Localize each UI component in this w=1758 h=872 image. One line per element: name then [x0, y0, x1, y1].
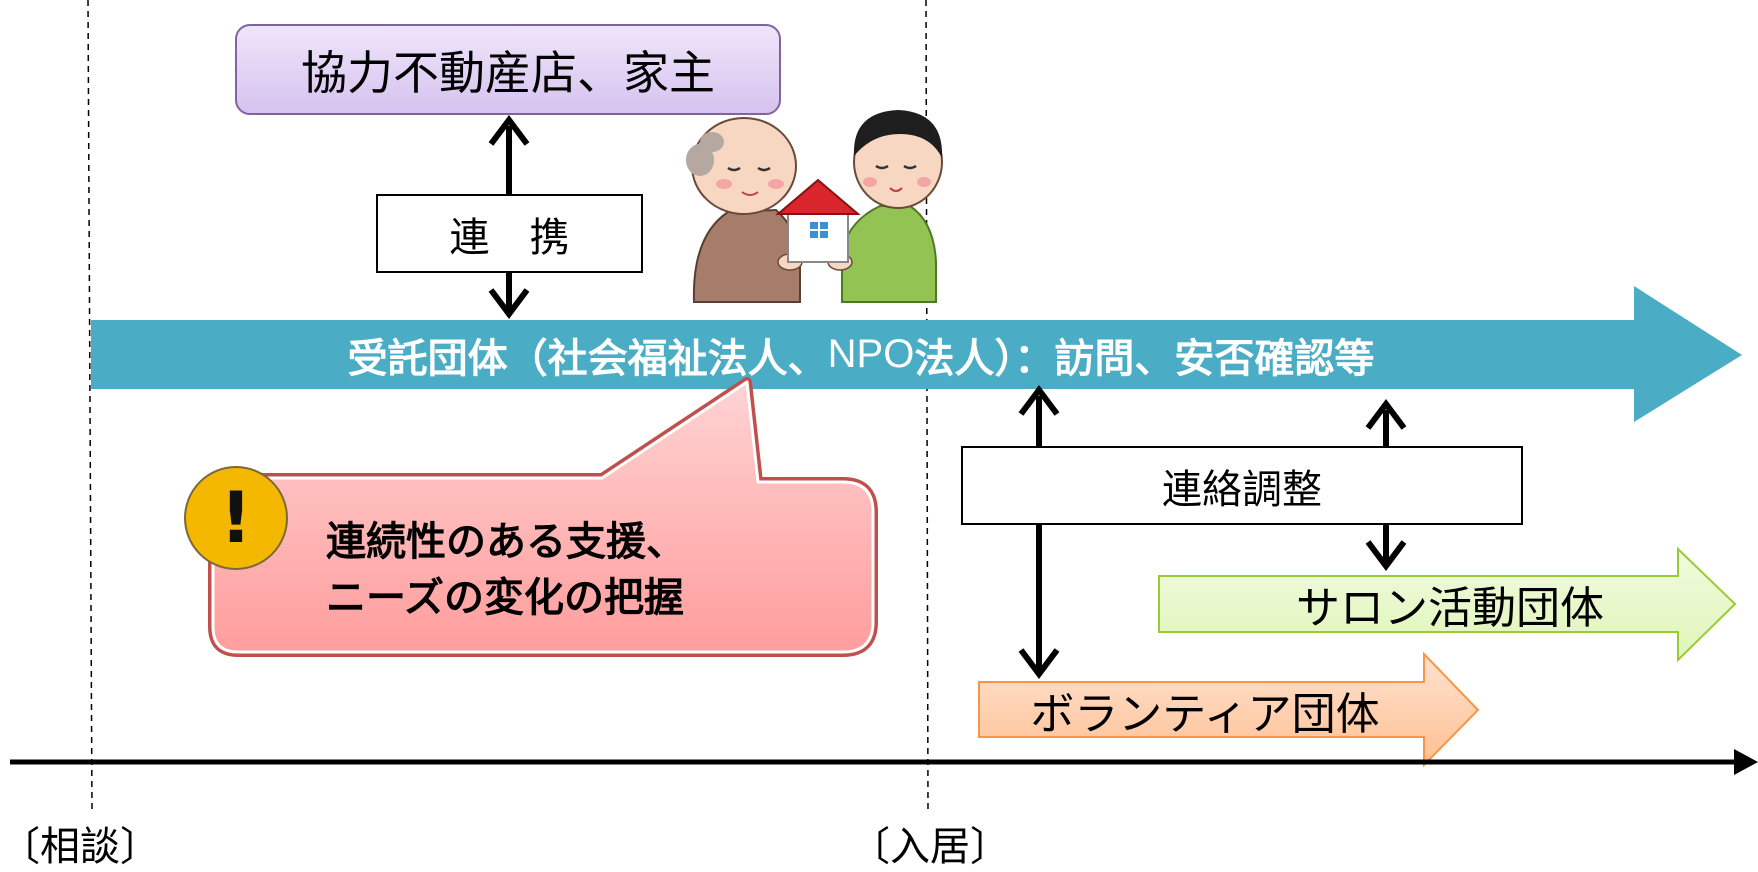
cooperation-box-label: 連 携: [449, 214, 570, 261]
cooperation-arrow-head-up: [488, 115, 530, 146]
volunteer-arrow: [978, 651, 1480, 768]
salon-link-head-down: [1365, 540, 1407, 571]
main-band-label-b: 法人）：訪問、安否確認等: [914, 335, 1375, 382]
warning-icon: [184, 466, 288, 570]
partners-box: [235, 24, 781, 115]
coordination-box: [961, 446, 1523, 525]
callout-line-1: 連続性のある支援、: [326, 519, 686, 565]
timeline-move-in-label: 〔入居〕: [850, 824, 1010, 870]
salon-link-head-up: [1365, 399, 1407, 430]
volunteer-link-head-down: [1018, 648, 1060, 679]
salon-arrow-label: サロン活動団体: [1296, 583, 1604, 634]
main-band-label-a: 受託団体（社会福祉法人、: [347, 335, 828, 382]
timeline-start-label: 〔相談〕: [0, 824, 160, 870]
handing-over-house-illustration: [686, 110, 943, 303]
warning-icon-symbol: !: [220, 477, 252, 559]
main-band-arrow: [91, 286, 1742, 422]
house-icon: [775, 178, 861, 263]
main-band-label-npo: NPO: [827, 332, 915, 376]
salon-arrow: [1158, 546, 1737, 663]
volunteer-arrow-label: ボランティア団体: [1030, 688, 1380, 740]
callout-line-2: ニーズの変化の把握: [326, 575, 684, 621]
partners-box-label: 協力不動産店、家主: [301, 45, 715, 100]
cooperation-box: [376, 194, 643, 273]
timeline-arrow-head: [1734, 749, 1758, 775]
young-man-body: [841, 205, 937, 303]
volunteer-link-head-up: [1018, 385, 1060, 416]
consultation-guide-line: [87, 0, 93, 811]
coordination-box-label: 連絡調整: [1162, 466, 1322, 513]
cooperation-arrow-head-down: [488, 288, 530, 319]
